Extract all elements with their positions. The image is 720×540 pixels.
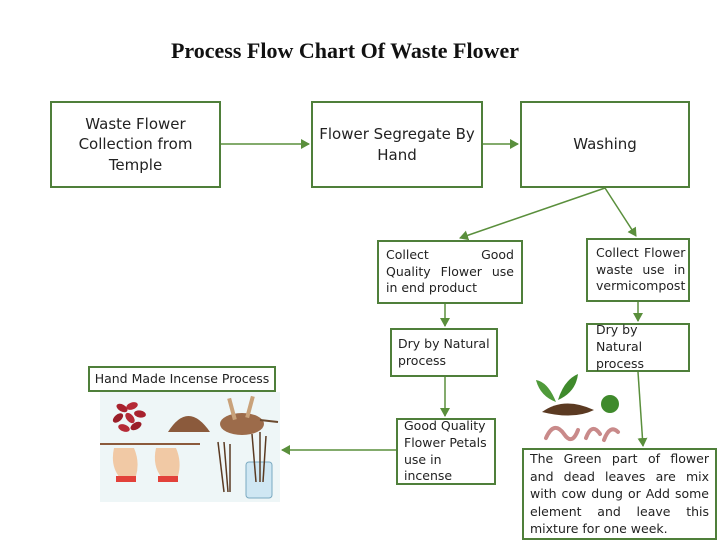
box-hand-made-incense: Hand Made Incense Process — [88, 366, 276, 392]
page-title: Process Flow Chart Of Waste Flower — [170, 38, 520, 63]
powder-pile-icon — [168, 416, 210, 432]
worms-icon — [544, 426, 620, 442]
box-dry-natural-left: Dry by Natural process — [390, 328, 498, 377]
box-compost-mixture: The Green part of flower and dead leaves… — [522, 448, 717, 540]
arrow-washing-to-good-quality — [459, 187, 606, 241]
box-waste-flower-collection: Waste Flower Collection from Temple — [50, 101, 221, 188]
box-washing: Washing — [520, 101, 690, 188]
seed-icon — [112, 402, 146, 432]
compost-illustration — [536, 374, 620, 442]
arrow-washing-to-vermicompost — [604, 187, 637, 237]
box-collect-vermicompost: Collect Flower waste use in vermicompost — [586, 238, 690, 302]
incense-process-illustration — [100, 392, 280, 502]
box-collect-good-quality: Collect Good Quality Flower use in end p… — [377, 240, 523, 304]
dough-icon — [220, 395, 279, 435]
arrow-dry-to-compost-mix — [637, 371, 648, 447]
incense-jar-icon — [217, 432, 273, 499]
box-flower-segregate: Flower Segregate By Hand — [311, 101, 483, 188]
plant-soil-icon — [536, 374, 619, 416]
box-dry-natural-right: Dry by Natural process — [586, 322, 690, 372]
box-good-quality-petals: Good Quality Flower Petals use in incens… — [396, 418, 496, 485]
rolling-hands-icon — [100, 443, 200, 482]
